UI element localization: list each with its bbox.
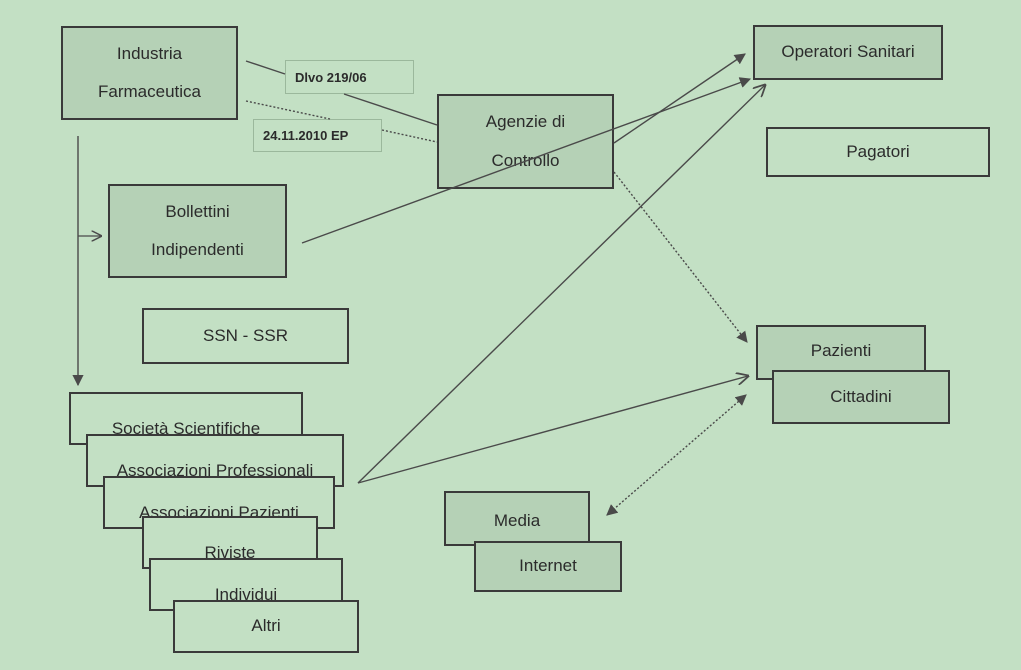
node-media: Media bbox=[444, 491, 590, 546]
node-media-label: Media bbox=[493, 511, 541, 530]
node-pagatori: Pagatori bbox=[766, 127, 990, 177]
node-operatori-label: Operatori Sanitari bbox=[781, 42, 915, 62]
node-industria-farmaceutica: Industria Farmaceutica bbox=[61, 26, 238, 120]
node-agenzie-line1: Agenzie di bbox=[485, 112, 566, 132]
edge-label-dlvo: Dlvo 219/06 bbox=[285, 60, 414, 94]
edge-label-ep: 24.11.2010 EP bbox=[253, 119, 382, 152]
edge-industria-dlvo bbox=[245, 60, 286, 75]
edge-ep-agenzie bbox=[381, 129, 438, 143]
edge-associazioni-pazienti bbox=[357, 376, 748, 484]
stack-item-label: Società Scientifiche bbox=[111, 418, 261, 438]
node-ssn-label: SSN - SSR bbox=[202, 325, 289, 345]
edge-industria-ep bbox=[245, 100, 331, 120]
node-cittadini-label: Cittadini bbox=[830, 386, 892, 406]
edge-agenzie-operatori bbox=[613, 53, 746, 144]
stack-item-label: Associazioni Professionali bbox=[116, 460, 314, 480]
node-agenzie-line2: Controllo bbox=[491, 150, 560, 170]
node-agenzie-di-controllo: Agenzie di Controllo bbox=[437, 94, 614, 189]
node-operatori-sanitari: Operatori Sanitari bbox=[753, 25, 943, 80]
node-industria-line2: Farmaceutica bbox=[98, 82, 201, 101]
edge-media-cittadini bbox=[606, 394, 747, 516]
node-pagatori-label: Pagatori bbox=[846, 141, 910, 161]
node-industria-line1: Industria bbox=[116, 43, 183, 63]
node-cittadini: Cittadini bbox=[772, 370, 950, 424]
node-bollettini-line2: Indipendenti bbox=[151, 240, 244, 259]
node-internet: Internet bbox=[474, 541, 622, 592]
node-internet-label: Internet bbox=[519, 556, 577, 576]
stack-item-label: Altri bbox=[251, 616, 281, 636]
node-bollettini-indipendenti: Bollettini Indipendenti bbox=[108, 184, 287, 278]
edge-agenzie-pazienti bbox=[613, 171, 748, 343]
stack-item-label: Riviste bbox=[204, 542, 256, 562]
stack-item-altri: Altri bbox=[173, 600, 359, 653]
node-bollettini-line1: Bollettini bbox=[165, 201, 230, 221]
node-ssn-ssr: SSN - SSR bbox=[142, 308, 349, 364]
node-pazienti-label: Pazienti bbox=[810, 341, 872, 360]
stack-item-label: Individui bbox=[214, 584, 278, 604]
